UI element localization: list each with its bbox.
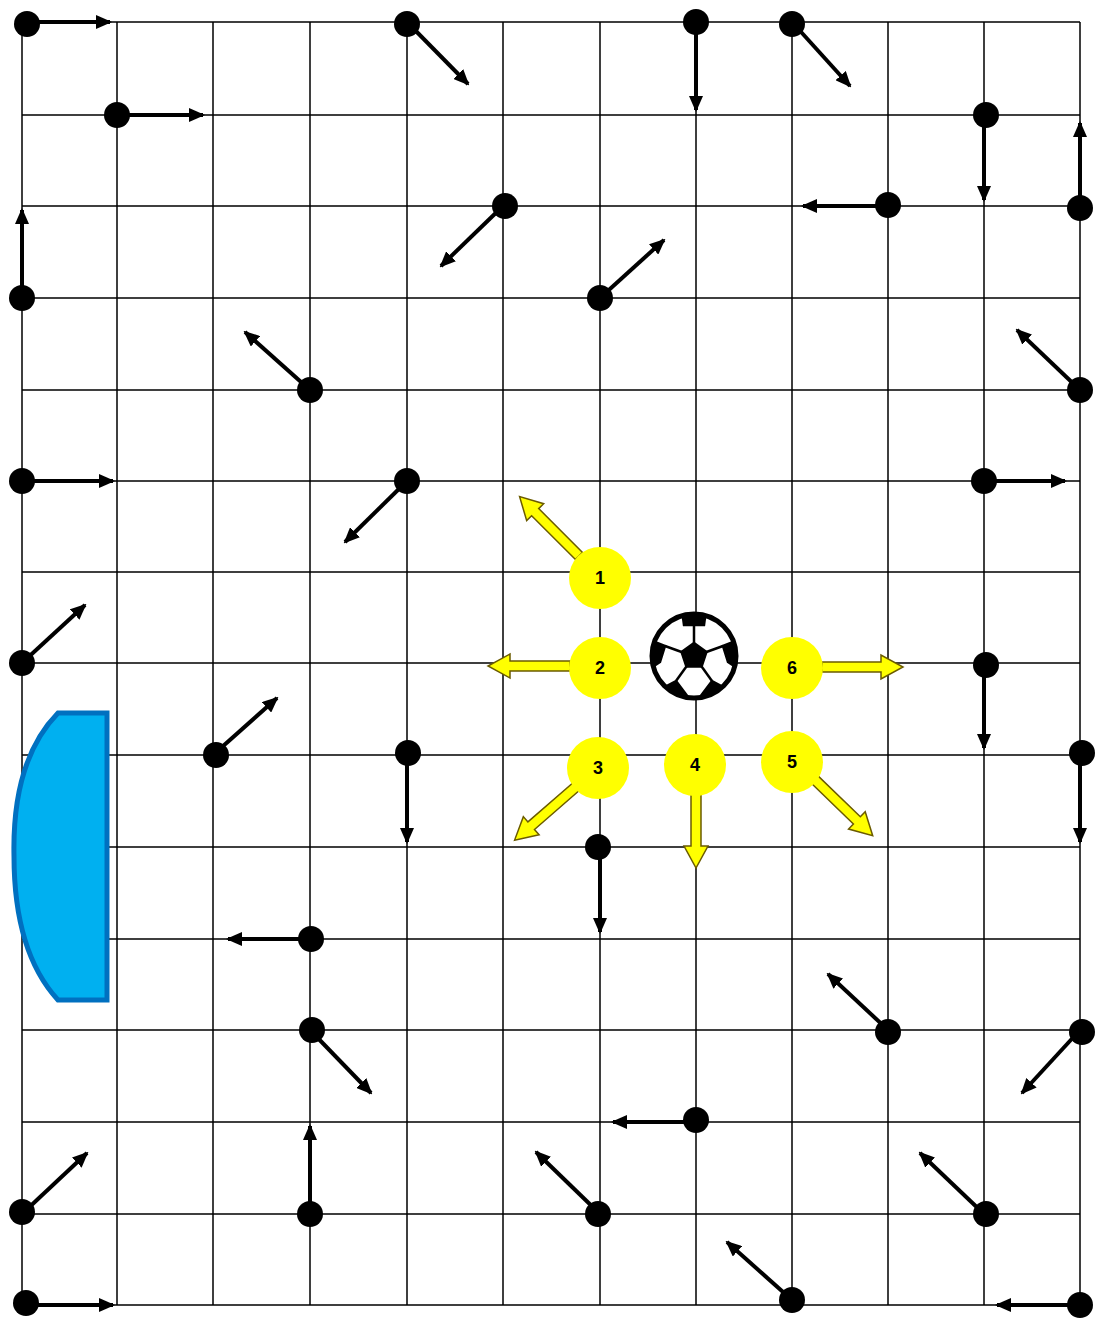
opponent-dot <box>1069 1019 1095 1045</box>
opponent-dot <box>14 11 40 37</box>
move-arrow <box>1078 123 1082 206</box>
move-arrow <box>441 206 503 266</box>
opponent-dot <box>587 285 613 311</box>
opponent-dot <box>394 11 420 37</box>
opponent-dot <box>875 1019 901 1045</box>
opponent-dot <box>9 1199 35 1225</box>
ball-seam <box>693 625 696 643</box>
opponent-dot <box>779 11 805 37</box>
ball-seam <box>665 646 682 652</box>
opponent-dot <box>9 650 35 676</box>
player-number: 2 <box>595 659 605 677</box>
player-circle: 4 <box>664 734 726 796</box>
opponent-dot <box>1067 1292 1093 1318</box>
move-arrow <box>1017 330 1080 390</box>
grid <box>22 22 1080 1305</box>
ball-patch <box>682 643 707 667</box>
grid-lines <box>22 22 1080 1305</box>
opponent-dot <box>394 468 420 494</box>
player-number: 1 <box>595 569 605 587</box>
ball-seam <box>706 646 723 652</box>
opponent-dot <box>9 468 35 494</box>
opponent-dot <box>297 377 323 403</box>
opponent-dot <box>779 1287 805 1313</box>
opponent-dot <box>875 192 901 218</box>
move-arrow <box>1078 755 1082 842</box>
pass-arrow <box>511 488 587 564</box>
opponent-dots <box>9 9 1095 1318</box>
player-circle: 3 <box>567 737 629 799</box>
opponent-dot <box>104 102 130 128</box>
player-circle: 6 <box>761 637 823 699</box>
opponent-dot <box>298 926 324 952</box>
pass-arrows <box>488 488 903 868</box>
player-circle: 2 <box>569 637 631 699</box>
opponent-dot <box>203 742 229 768</box>
player-number: 6 <box>787 659 797 677</box>
opponent-dot <box>585 1201 611 1227</box>
move-arrow <box>694 22 698 110</box>
opponent-dot <box>1067 377 1093 403</box>
opponent-arrows <box>22 22 1080 1305</box>
player-number: 3 <box>593 759 603 777</box>
opponent-dot <box>973 652 999 678</box>
opponent-dot <box>971 468 997 494</box>
move-arrow <box>1022 1030 1080 1093</box>
opponent-dot <box>297 1201 323 1227</box>
opponent-dot <box>1067 195 1093 221</box>
player-number: 4 <box>690 756 700 774</box>
goal <box>14 713 107 1000</box>
opponent-dot <box>492 193 518 219</box>
move-arrow <box>920 1153 984 1214</box>
opponent-dot <box>395 740 421 766</box>
move-arrow <box>345 481 407 542</box>
opponent-dot <box>973 102 999 128</box>
player-circle: 1 <box>569 547 631 609</box>
opponent-dot <box>299 1017 325 1043</box>
move-arrow <box>727 1242 792 1300</box>
opponent-dot <box>1069 740 1095 766</box>
pass-arrow <box>488 654 570 678</box>
move-arrow <box>245 332 310 390</box>
move-arrow <box>228 937 310 941</box>
player-circle: 5 <box>761 731 823 793</box>
opponent-dot <box>683 1107 709 1133</box>
opponent-dot <box>683 9 709 35</box>
ball-outline <box>652 614 736 698</box>
player-number: 5 <box>787 753 797 771</box>
opponent-dot <box>13 1290 39 1316</box>
ball-body <box>652 614 736 698</box>
move-arrow <box>405 755 409 842</box>
ball-seam <box>676 667 686 682</box>
move-arrow <box>22 479 113 483</box>
opponent-dot <box>585 834 611 860</box>
move-arrow <box>828 974 888 1030</box>
move-arrow <box>20 210 24 298</box>
pass-arrow <box>684 792 708 868</box>
opponent-dot <box>973 1201 999 1227</box>
ball-seam <box>702 667 712 682</box>
pass-arrow <box>822 655 903 679</box>
opponent-dot <box>9 285 35 311</box>
soccer-ball <box>648 610 740 700</box>
move-arrow <box>308 1126 312 1214</box>
